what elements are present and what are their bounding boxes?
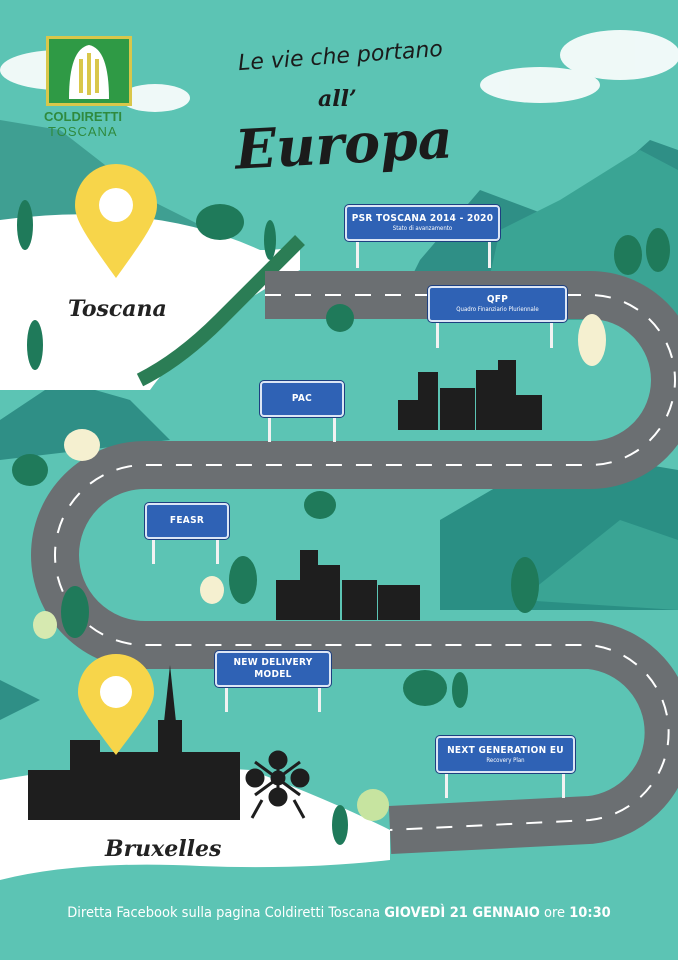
light-trees [33,314,606,821]
sign-new-delivery-model: NEW DELIVERY MODEL [215,651,331,687]
footer-text: Diretta Facebook sulla pagina Coldiretti… [67,905,385,921]
sign-feasr: FEASR [145,503,229,539]
toscana-pin-icon [75,164,157,278]
trees [12,200,670,845]
river [136,235,305,387]
footer-announcement: Diretta Facebook sulla pagina Coldiretti… [0,904,678,922]
wheat-emblem-icon [46,36,132,106]
sign-title: PSR TOSCANA 2014 - 2020 [351,213,494,224]
city-silhouette-2 [276,550,420,620]
sign-title: NEW DELIVERY MODEL [233,657,313,680]
sign-title: QFP [486,294,509,305]
coldiretti-logo: COLDIRETTI TOSCANA [44,36,132,139]
sign-title: PAC [291,393,313,404]
place-start: Toscana [68,296,167,322]
toscana-land [0,214,300,390]
footer-date: GIOVEDÌ 21 GENNAIO [384,905,540,921]
sign-title: NEXT GENERATION EU [447,744,564,756]
road-center-line [54,294,676,831]
sign-title: FEASR [169,515,205,526]
sign-qfp: QFP Quadro Finanziario Pluriennale [428,286,567,322]
place-end: Bruxelles [105,836,222,862]
atomium-icon [245,750,310,819]
sign-next-generation-eu: NEXT GENERATION EU Recovery Plan [436,736,575,773]
footer-time: 10:30 [569,905,611,921]
logo-region: TOSCANA [48,124,118,139]
bruxelles-pin-icon [78,654,154,755]
city-silhouette-1 [398,360,542,430]
sign-pac: PAC [260,381,344,417]
title-line-2: all’ [318,86,357,112]
bruxelles-skyline [28,665,240,820]
footer-time-prefix: ore [539,905,570,921]
sign-subtitle: Recovery Plan [486,756,525,764]
sign-psr-toscana: PSR TOSCANA 2014 - 2020 Stato di avanzam… [345,205,500,241]
sign-subtitle: Quadro Finanziario Pluriennale [456,306,539,313]
title-line-3: Europa [233,106,455,182]
logo-name: COLDIRETTI [44,109,122,124]
sign-subtitle: Stato di avanzamento [392,225,453,232]
